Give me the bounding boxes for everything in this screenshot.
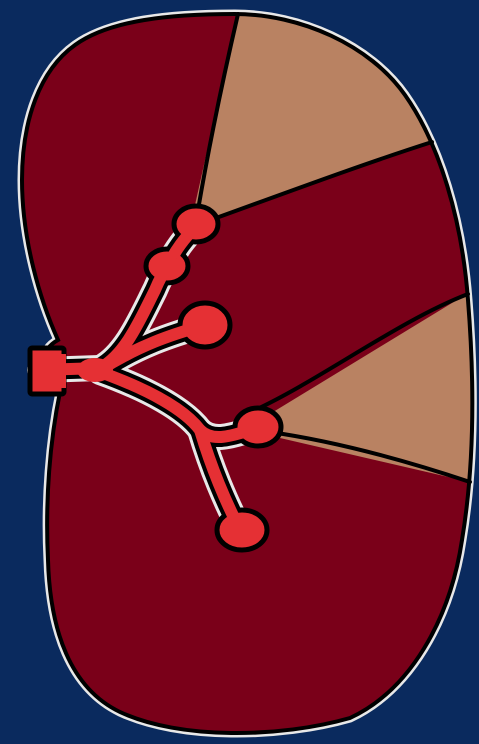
vessel-junction [77, 358, 113, 382]
